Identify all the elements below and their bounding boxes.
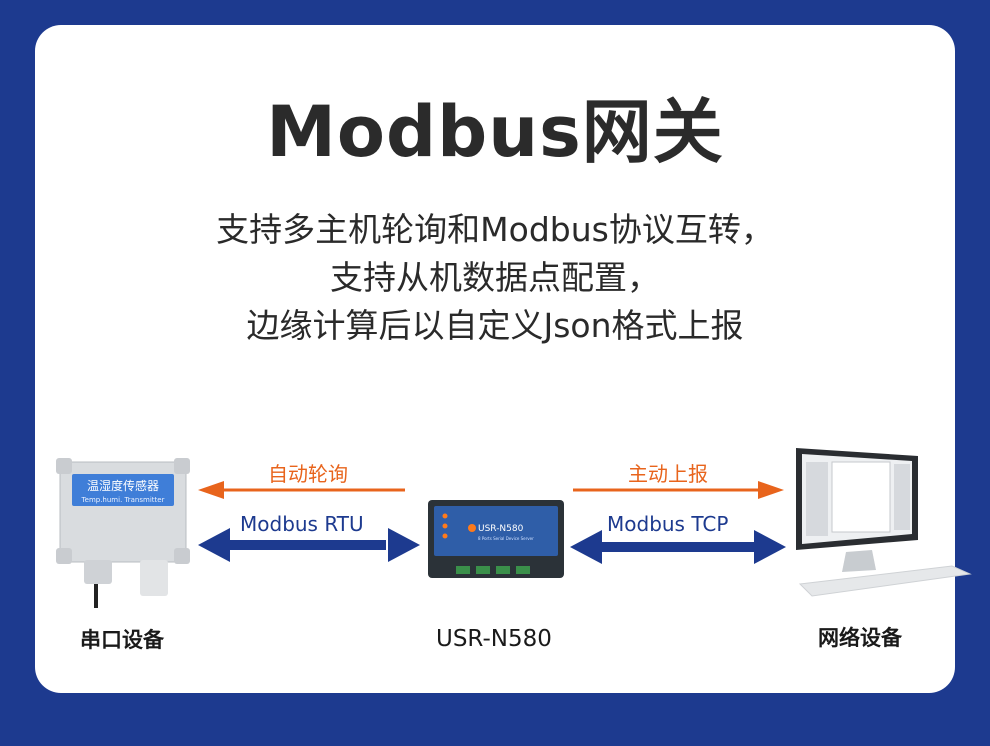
- left-device-caption: 串口设备: [80, 628, 164, 652]
- right-blue-double-arrow: [570, 530, 786, 564]
- page-title: Modbus网关: [266, 91, 724, 173]
- sensor-label-panel: [72, 474, 174, 506]
- usr-n580-device: USR-N580 8 Ports Serial Device Server: [428, 500, 564, 578]
- n580-model-subtitle: 8 Ports Serial Device Server: [478, 536, 534, 541]
- subtitle-line-1: 支持多主机轮询和Modbus协议互转，: [216, 210, 774, 249]
- n580-model-text: USR-N580: [478, 524, 524, 534]
- sensor-panel-title: 温湿度传感器: [87, 478, 159, 493]
- subtitle-line-2: 支持从机数据点配置，: [330, 258, 660, 297]
- left-blue-label: Modbus RTU: [240, 512, 364, 536]
- sensor-panel-subtitle: Temp.humi. Transmitter: [81, 496, 165, 504]
- right-orange-arrow: [573, 481, 784, 499]
- left-blue-double-arrow: [198, 528, 420, 562]
- right-blue-label: Modbus TCP: [607, 512, 729, 536]
- left-orange-label: 自动轮询: [268, 462, 348, 486]
- right-orange-label: 主动上报: [628, 462, 708, 486]
- subtitle-line-3: 边缘计算后以自定义Json格式上报: [246, 306, 744, 345]
- content-card: [35, 25, 955, 693]
- sensor-device: 温湿度传感器 Temp.humi. Transmitter: [56, 458, 190, 608]
- center-device-caption: USR-N580: [436, 626, 552, 652]
- left-orange-arrow: [198, 481, 405, 499]
- right-device-caption: 网络设备: [818, 626, 902, 650]
- computer-device: [796, 448, 972, 597]
